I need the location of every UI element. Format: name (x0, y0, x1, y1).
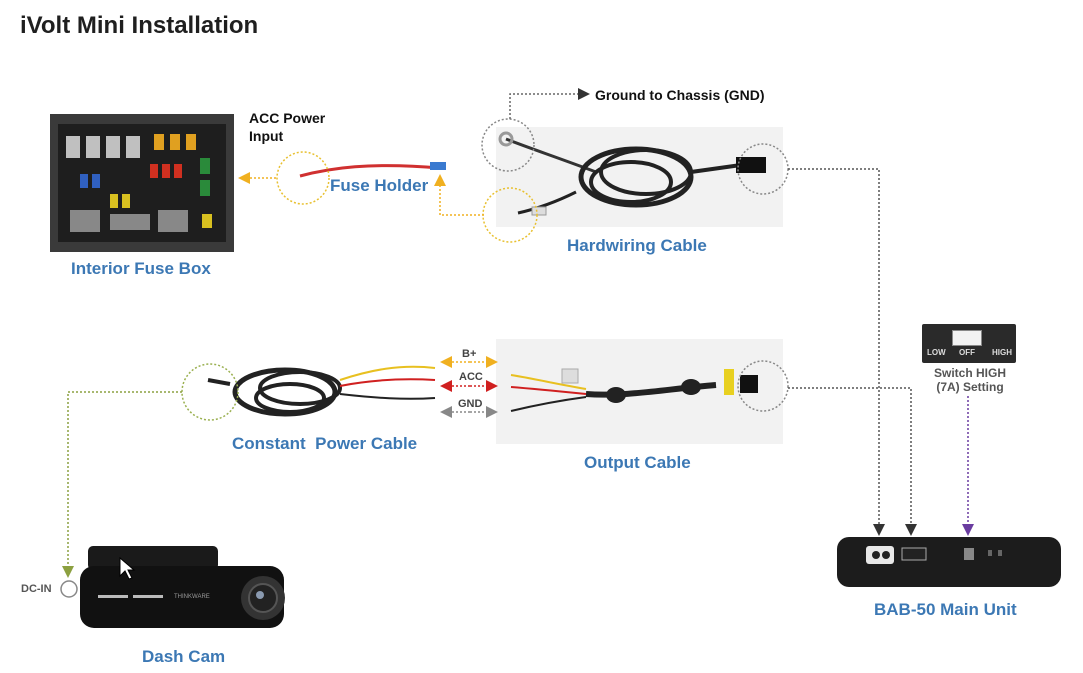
fuse-holder-wire (299, 164, 441, 178)
output-cable-photo (496, 339, 783, 444)
ground-to-chassis-arrow (509, 88, 590, 119)
constant-power-to-dashcam-line (62, 391, 182, 578)
switch-low-label: LOW (927, 348, 946, 357)
fuse-holder-plug (430, 162, 446, 170)
ground-to-chassis-label: Ground to Chassis (GND) (595, 87, 765, 103)
hardwiring-to-bab50-line (788, 168, 885, 536)
hardwiring-to-fuse-holder-arrow (434, 174, 484, 216)
page-title: iVolt Mini Installation (20, 12, 259, 39)
switch-knob (952, 330, 982, 346)
constant-power-cable-photo (207, 365, 436, 417)
hardwiring-cable-photo (496, 127, 783, 227)
hardwiring-acc-highlight (482, 187, 538, 243)
fuse-box-photo (50, 114, 234, 252)
bab50-unit-photo (837, 537, 1061, 587)
switch-caption: Switch HIGH (7A) Setting (933, 366, 1006, 394)
constant-power-cable-label: Constant Power Cable (232, 434, 418, 453)
gnd-wire-label: GND (458, 398, 483, 410)
dashcam-brand-text: THINKWARE (174, 594, 210, 600)
interior-fuse-box-label: Interior Fuse Box (71, 259, 211, 278)
power-mode-switch: LOW OFF HIGH (922, 324, 1016, 363)
mouse-cursor (119, 556, 136, 580)
switch-off-label: OFF (959, 348, 975, 357)
acc-wire-label: ACC (459, 371, 483, 383)
fuse-holder-label: Fuse Holder (330, 176, 429, 195)
acc-power-input-label: ACC Power Input (249, 110, 326, 144)
output-connector-highlight (737, 360, 789, 412)
ground-ring-highlight (481, 118, 535, 172)
fuse-holder-highlight (276, 151, 330, 205)
hardwiring-connector-highlight (737, 143, 789, 195)
dash-cam-label: Dash Cam (142, 647, 226, 666)
dc-in-port-circle (60, 580, 78, 598)
hardwiring-cable-label: Hardwiring Cable (567, 236, 707, 255)
switch-high-label: HIGH (992, 348, 1012, 357)
output-to-bab50-line (788, 387, 917, 536)
constant-power-plug-highlight (181, 363, 239, 421)
bplus-wire-label: B+ (462, 348, 477, 360)
bab50-main-unit-label: BAB-50 Main Unit (874, 600, 1017, 619)
output-cable-label: Output Cable (584, 453, 691, 472)
dc-in-label: DC-IN (21, 583, 52, 595)
